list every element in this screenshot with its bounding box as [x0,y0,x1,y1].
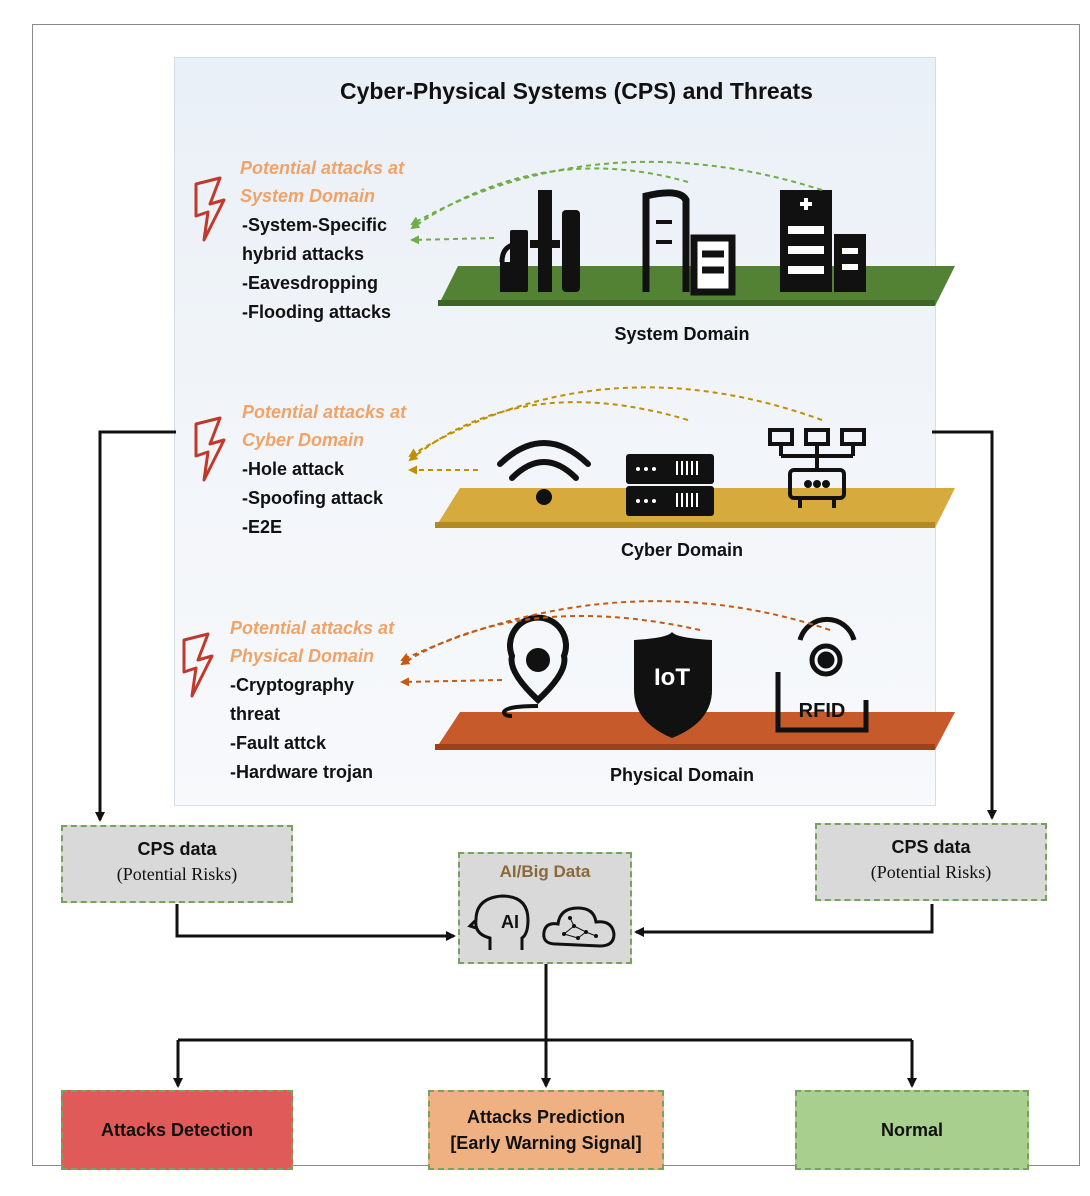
cps-data-subtitle: (Potential Risks) [116,864,238,884]
heading-line: Cyber Domain [242,430,365,450]
lightning-icon [194,176,226,242]
heading-line: Potential attacks at [230,618,395,638]
attacks-prediction-box: Attacks Prediction [Early Warning Signal… [428,1090,664,1170]
hospital-icon [780,190,866,292]
attack-item: -Hole attack [242,459,345,479]
diagram-title: Cyber-Physical Systems (CPS) and Threats [340,78,813,104]
flow-connectors [95,430,997,1088]
attack-item: -Spoofing attack [242,488,384,508]
physical-attack-arrows [400,600,831,687]
attack-item: hybrid attacks [242,244,365,264]
ai-big-data-title: AI/Big Data [499,862,591,881]
attack-item: -E2E [242,517,283,537]
ai-head-label: AI [501,912,519,932]
system-attack-arrows [410,160,823,245]
office-building-icon [642,189,736,296]
cyber-attacks-list: -Hole attack -Spoofing attack -E2E [242,455,383,542]
cps-data-title: CPS data [137,839,217,859]
output-label: Attacks Detection [100,1120,254,1140]
cps-data-left-box: CPS data (Potential Risks) [61,825,293,903]
attack-item: threat [230,704,281,724]
cps-data-right-box: CPS data (Potential Risks) [815,823,1047,901]
ai-head-icon [467,894,530,950]
physical-attacks-heading: Potential attacks at Physical Domain [230,614,394,670]
output-label: Normal [880,1120,943,1140]
system-attacks-list: -System-Specific hybrid attacks -Eavesdr… [242,211,391,327]
lightning-icon [194,416,226,482]
system-attacks-heading: Potential attacks at System Domain [240,154,404,210]
rfid-label: RFID [798,700,846,722]
cps-data-title: CPS data [891,837,971,857]
normal-box: Normal [795,1090,1029,1170]
ai-icons: AI [467,894,616,950]
attacks-detection-box: Attacks Detection [61,1090,293,1170]
server-icon [626,454,714,516]
cyber-attack-arrows [408,386,823,475]
output-label: [Early Warning Signal] [450,1133,642,1153]
physical-attacks-list: -Cryptography threat -Fault attck -Hardw… [230,671,373,787]
heading-line: System Domain [240,186,376,206]
attack-item: -Eavesdropping [242,273,379,293]
physical-domain-platform-edge [435,744,935,750]
heading-line: Potential attacks at [240,158,405,178]
cyber-attacks-heading: Potential attacks at Cyber Domain [242,398,406,454]
factory-icon [499,190,580,292]
ai-big-data-box: AI/Big Data AI [458,852,632,964]
attack-item: -Flooding attacks [242,302,392,322]
wifi-icon [497,440,591,505]
heading-line: Physical Domain [230,646,375,666]
output-label: Attacks Prediction [466,1107,626,1127]
lightning-icon [182,632,214,698]
iot-shield-icon [634,632,712,738]
rfid-icon [775,616,869,733]
iot-label: IoT [654,664,690,691]
system-domain-label: System Domain [614,324,750,344]
location-pin-icon [501,614,569,718]
attack-item: -System-Specific [242,215,388,235]
network-hub-icon [768,428,866,508]
system-domain-platform-edge [438,300,935,306]
cloud-network-icon [542,906,616,948]
attack-item: -Hardware trojan [230,762,374,782]
attack-item: -Fault attck [230,733,327,753]
heading-line: Potential attacks at [242,402,407,422]
physical-domain-platform [435,712,955,750]
cyber-domain-platform-edge [435,522,935,528]
physical-domain-label: Physical Domain [609,765,755,785]
cyber-domain-label: Cyber Domain [620,540,744,560]
attack-item: -Cryptography [230,675,355,695]
cps-data-subtitle: (Potential Risks) [870,862,992,882]
